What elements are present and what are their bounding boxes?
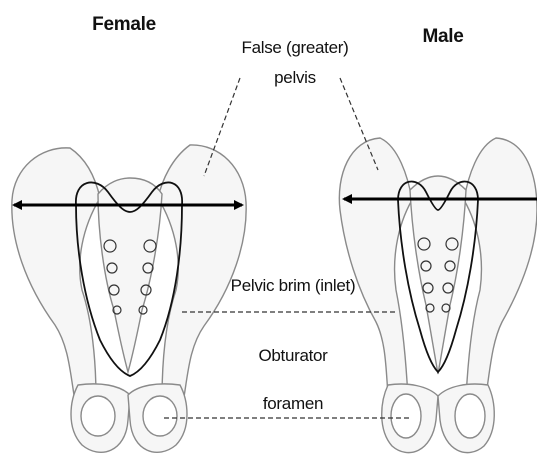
male-right-ilium	[464, 138, 537, 398]
false-pelvis-label-line1: False (greater)	[230, 38, 360, 58]
obturator-label-line1: Obturator	[238, 346, 348, 366]
female-right-obturator-foramen	[143, 396, 177, 436]
false-pelvis-label-line2: pelvis	[250, 68, 340, 88]
male-right-obturator-foramen	[455, 394, 485, 438]
female-pelvis	[12, 145, 246, 452]
female-title: Female	[74, 14, 174, 36]
female-left-ilium	[12, 148, 100, 398]
male-pelvis	[339, 138, 537, 453]
male-sacrum	[410, 176, 466, 374]
male-title: Male	[398, 26, 488, 48]
obturator-label-line2: foramen	[238, 394, 348, 414]
male-left-obturator-foramen	[391, 394, 421, 438]
pelvic-brim-label: Pelvic brim (inlet)	[223, 276, 363, 296]
female-left-obturator-foramen	[81, 396, 115, 436]
female-sacrum	[98, 178, 162, 372]
male-left-ilium	[339, 138, 412, 398]
